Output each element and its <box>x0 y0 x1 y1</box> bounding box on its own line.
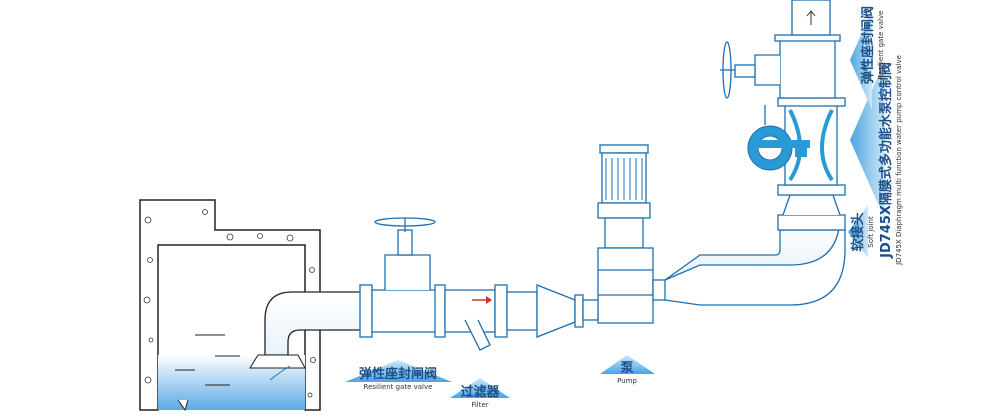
gate-valve-2-label-en: Resilient gate valve <box>877 11 885 80</box>
label-bg-control-valve <box>850 60 885 220</box>
control-valve-label-cn: JD745X隔膜式多功能水泵控制阀 <box>878 62 894 259</box>
soft-joint-1 <box>536 284 584 338</box>
pump <box>582 144 666 324</box>
pump-label-cn: 泵 <box>620 361 633 376</box>
pump-label-en: Pump <box>617 377 637 385</box>
label-bg-pump <box>600 355 655 374</box>
y-filter <box>444 284 538 351</box>
gate-valve-1-label-en: Resilient gate valve <box>364 383 433 391</box>
control-valve <box>747 97 846 196</box>
discharge-pipe <box>664 194 846 306</box>
gate-valve-1-label-cn: 弹性座封闸阀 <box>359 366 437 382</box>
filter-label-en: Filter <box>471 401 488 409</box>
label-bg-gate-valve-1 <box>345 360 452 382</box>
label-bg-filter <box>450 378 510 398</box>
gate-valve-1 <box>359 217 446 338</box>
control-valve-label-en: JD745X Diaphragm multi function water pu… <box>895 55 903 266</box>
soft-joint-label-cn: 软接头 <box>850 212 866 251</box>
soft-joint-label-en: Soft joint <box>867 216 875 248</box>
gate-valve-2 <box>720 0 841 99</box>
label-bg-gate-valve-2 <box>850 10 872 110</box>
label-bg-soft-joint <box>848 205 868 258</box>
gate-valve-2-label-cn: 弹性座封闸阀 <box>860 6 876 84</box>
filter-label-cn: 过滤器 <box>460 384 500 400</box>
